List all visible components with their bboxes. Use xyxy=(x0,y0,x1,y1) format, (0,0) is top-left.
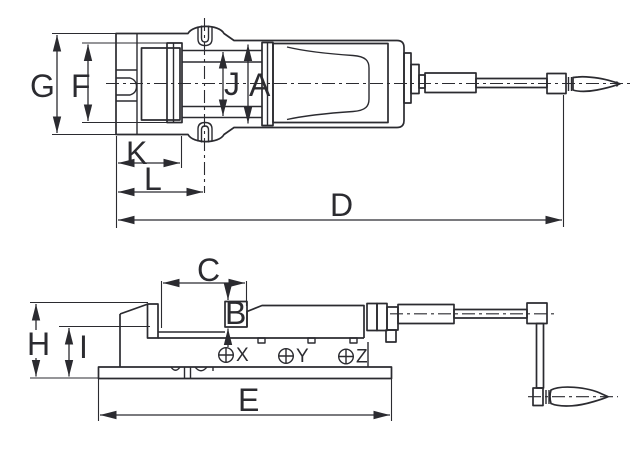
rear-bracket-2 xyxy=(376,302,388,332)
rear-bracket-tab xyxy=(385,329,397,343)
dim-label-C: C xyxy=(197,252,220,288)
rear-bracket-3 xyxy=(386,306,399,331)
dim-label-F: F xyxy=(71,68,91,104)
dim-label-J: J xyxy=(224,66,240,102)
handle-knob xyxy=(572,75,621,93)
dim-H: H xyxy=(23,301,148,379)
dim-label-I: I xyxy=(79,329,88,365)
handle-knob-side xyxy=(549,386,609,407)
dim-F: F xyxy=(71,42,167,124)
dim-label-H: H xyxy=(27,326,50,362)
key-tab-1 xyxy=(257,337,266,344)
dim-label-G: G xyxy=(30,68,55,104)
dim-B: B xyxy=(223,283,246,347)
datum-marker-z: Z xyxy=(338,347,368,368)
dim-label-E: E xyxy=(238,382,259,418)
dim-label-B: B xyxy=(225,295,246,331)
dim-label-A: A xyxy=(249,67,271,103)
datum-marker-y: Y xyxy=(278,346,309,367)
dim-E: E xyxy=(97,378,393,421)
dim-C: C xyxy=(160,252,248,328)
label-backing xyxy=(23,330,52,358)
end-bracket xyxy=(403,52,412,104)
dim-G: G xyxy=(30,32,116,136)
side-view: X Y Z C B xyxy=(23,252,618,421)
datum-marker-x: X xyxy=(217,345,249,366)
position-marker-icon xyxy=(338,348,355,365)
dim-K: K xyxy=(115,135,183,228)
key-tab-2 xyxy=(307,337,316,344)
base-top-notches xyxy=(170,366,214,379)
slide-body-side xyxy=(246,304,365,338)
slide-body-inner-contour xyxy=(286,46,370,121)
dim-label-D: D xyxy=(330,187,353,223)
dim-D: D xyxy=(118,95,565,227)
screw-rod xyxy=(475,77,548,89)
screw-end-slot xyxy=(116,77,138,96)
dim-A: A xyxy=(243,44,271,124)
dim-L: L xyxy=(118,161,203,197)
dim-label-K: K xyxy=(126,135,147,171)
rear-bracket-1 xyxy=(366,302,378,332)
crank-arm xyxy=(535,322,545,389)
datum-letter-y: Y xyxy=(296,346,309,367)
swivel-base xyxy=(97,366,393,380)
end-bracket-step xyxy=(410,63,420,95)
datum-letter-x: X xyxy=(236,345,249,366)
top-view: G F J A K L D xyxy=(30,18,634,228)
dim-J: J xyxy=(218,52,240,116)
dim-label-L: L xyxy=(144,161,162,197)
position-marker-icon xyxy=(217,347,234,364)
fixed-jaw-plate xyxy=(166,42,183,124)
screw-neck xyxy=(418,74,426,89)
fixed-jaw-plate-side xyxy=(146,303,159,339)
screw-boss xyxy=(424,72,477,94)
fixed-jaw-slant xyxy=(119,303,149,315)
position-marker-icon xyxy=(278,348,295,365)
dim-I: I xyxy=(59,325,150,377)
key-tab-3 xyxy=(349,337,358,344)
datum-letter-z: Z xyxy=(356,347,368,368)
